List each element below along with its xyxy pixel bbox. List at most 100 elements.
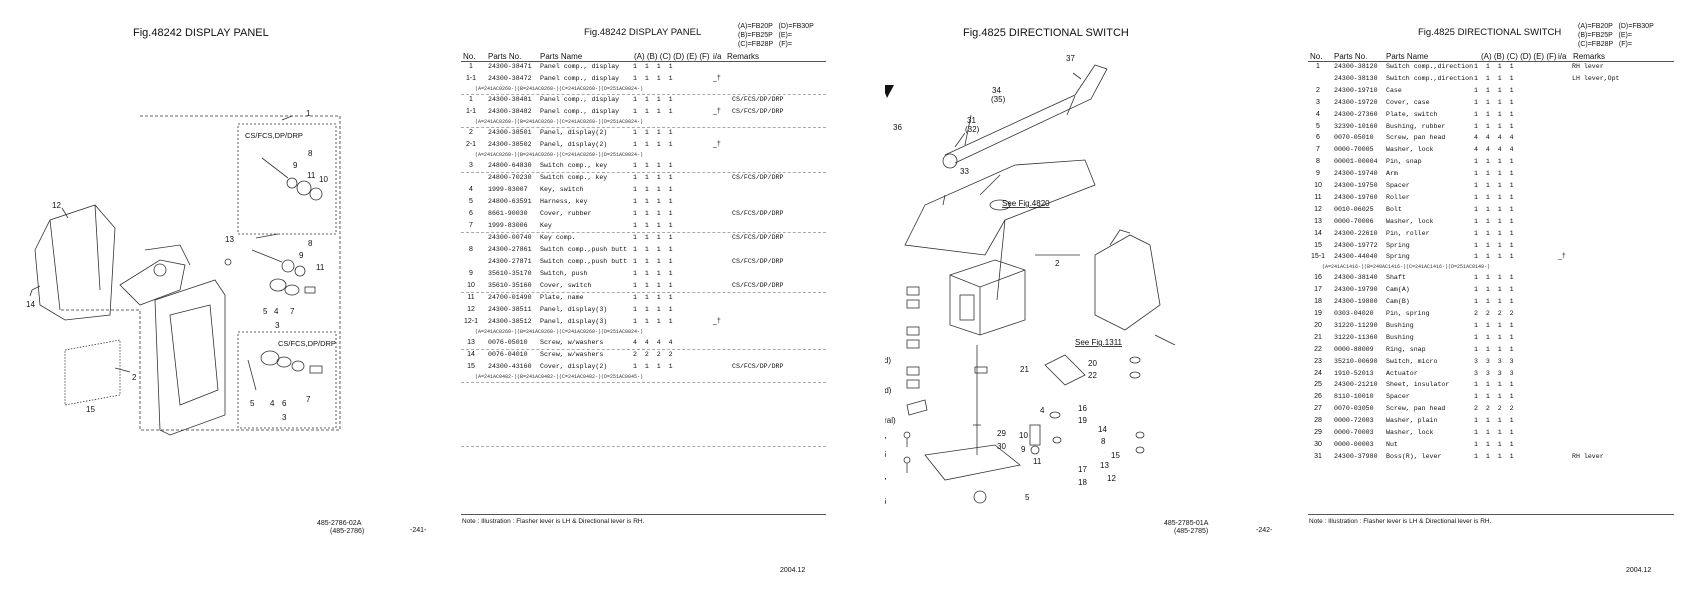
- part-item-number: 11: [1314, 193, 1322, 201]
- part-item-number: 1: [469, 63, 473, 70]
- part-item-number: 26: [1314, 393, 1322, 401]
- part-number: 24300-27360: [1334, 110, 1378, 118]
- svg-text:9: 9: [1021, 445, 1026, 454]
- part-item-number: 22: [1314, 345, 1322, 353]
- part-number: 24300-38471: [488, 63, 532, 70]
- model-legend: (A)=FB20P (D)=FB30P (B)=FB25P (E)= (C)=F…: [738, 23, 814, 48]
- svg-text:14: 14: [1098, 425, 1107, 434]
- svg-text:12: 12: [52, 201, 61, 210]
- part-item-number: 7: [469, 222, 473, 229]
- revision-date: 2004.12: [1626, 567, 1652, 574]
- part-number: 0000-70003: [1334, 429, 1374, 436]
- part-number: 24800-70230: [488, 174, 532, 181]
- part-number: 0070-05010: [1334, 134, 1374, 142]
- part-item-number: 10: [1314, 182, 1322, 189]
- part-quantities: 1 1 1 1: [633, 270, 673, 277]
- svg-text:22: 22: [1088, 371, 1097, 380]
- part-quantities: 1 1 1 1: [633, 198, 673, 205]
- part-quantities: 1 1 1 1: [1474, 286, 1514, 294]
- part-quantities: 2 2 2 2: [633, 351, 673, 358]
- part-item-number: 12-1: [463, 318, 478, 325]
- part-quantities: 1 1 1 1: [1474, 193, 1514, 201]
- part-remarks: CS/FCS/DP/DRP: [732, 234, 784, 241]
- col-header-parts-no: Parts No.: [488, 52, 522, 61]
- part-quantities: 1 1 1 1: [633, 162, 673, 169]
- part-number: 24700-01490: [488, 294, 532, 301]
- part-number: 24300-38502: [488, 141, 532, 148]
- part-quantities: 3 3 3 3: [1474, 369, 1514, 377]
- part-number: 24300-21210: [1334, 381, 1378, 389]
- svg-text:13: 13: [1100, 461, 1109, 470]
- page-number: -241-: [410, 527, 427, 534]
- group-separator: [461, 382, 826, 383]
- part-name: Switch comp., key: [540, 174, 608, 181]
- svg-text:9: 9: [293, 161, 298, 170]
- part-remarks: CS/FCS/DP/DRP: [732, 210, 784, 217]
- part-item-number: 15: [1314, 241, 1322, 249]
- part-quantities: 1 1 1 1: [1474, 170, 1514, 178]
- note-text: Note : Illustration : Flasher lever is L…: [1309, 518, 1492, 525]
- part-remarks: CS/FCS/DP/DRP: [732, 363, 784, 370]
- part-number: 24800-63591: [488, 198, 532, 205]
- part-quantities: 1 1 1 1: [633, 63, 673, 70]
- svg-text:11: 11: [1033, 457, 1042, 466]
- group-separator: [461, 232, 826, 233]
- part-name: Screw, w/washers: [540, 339, 604, 346]
- part-name: Switch comp.,direction: [1386, 74, 1474, 82]
- part-quantities: 1 1 1 1: [1474, 98, 1514, 106]
- part-item-number: 1-1: [465, 75, 477, 82]
- part-number: 0010-06025: [1334, 205, 1374, 213]
- part-quantities: 1 1 1 1: [633, 318, 673, 325]
- part-item-number: 8: [1316, 158, 1320, 166]
- part-quantities: 1 1 1 1: [1474, 241, 1514, 249]
- part-quantities: 1 1 1 1: [1474, 298, 1514, 306]
- part-quantities: 1 1 1 1: [633, 75, 673, 82]
- part-number: 0076-04010: [488, 351, 528, 358]
- part-item-number: 11: [467, 294, 475, 301]
- part-number: 24300-38130: [1334, 74, 1378, 82]
- part-number: 24300-19772: [1334, 241, 1378, 249]
- svg-text:7: 7: [306, 395, 311, 404]
- part-item-number: 3: [1316, 98, 1320, 106]
- svg-text:4: 4: [1040, 406, 1045, 415]
- part-item-number: 28: [1314, 417, 1322, 425]
- col-header-qty: (A) (B) (C) (D) (E) (F): [1481, 52, 1557, 61]
- part-name: Harness, key: [540, 198, 588, 205]
- part-number: 0000-70005: [1334, 146, 1374, 154]
- part-number: 0000-70006: [1334, 217, 1374, 225]
- drawing-code-alt: (485-2785): [1174, 528, 1209, 535]
- part-number: 35610-35170: [488, 270, 532, 277]
- part-item-number: 29: [1314, 429, 1322, 436]
- svg-text:See Fig.1311: See Fig.1311: [1075, 338, 1123, 347]
- svg-text:DS2(Bwd): DS2(Bwd): [885, 386, 892, 395]
- part-name: Cover, display(2): [540, 363, 608, 370]
- svg-text:4: 4: [274, 307, 279, 316]
- part-item-number: 31: [1314, 452, 1322, 460]
- part-number: 24300-00740: [488, 234, 532, 241]
- note-rule: [1308, 514, 1674, 515]
- part-quantities: 1 1 1 1: [1474, 182, 1514, 189]
- part-number: 0076-05010: [488, 339, 528, 346]
- part-number: 1910-52013: [1334, 369, 1374, 377]
- svg-text:6: 6: [282, 399, 287, 408]
- part-quantities: 1 1 1 1: [1474, 345, 1514, 353]
- svg-text:33: 33: [960, 167, 969, 176]
- part-number: 1999-83006: [488, 222, 528, 229]
- part-quantities: 1 1 1 1: [1474, 158, 1514, 166]
- svg-text:29: 29: [997, 429, 1006, 438]
- part-quantities: 1 1 1 1: [633, 108, 673, 115]
